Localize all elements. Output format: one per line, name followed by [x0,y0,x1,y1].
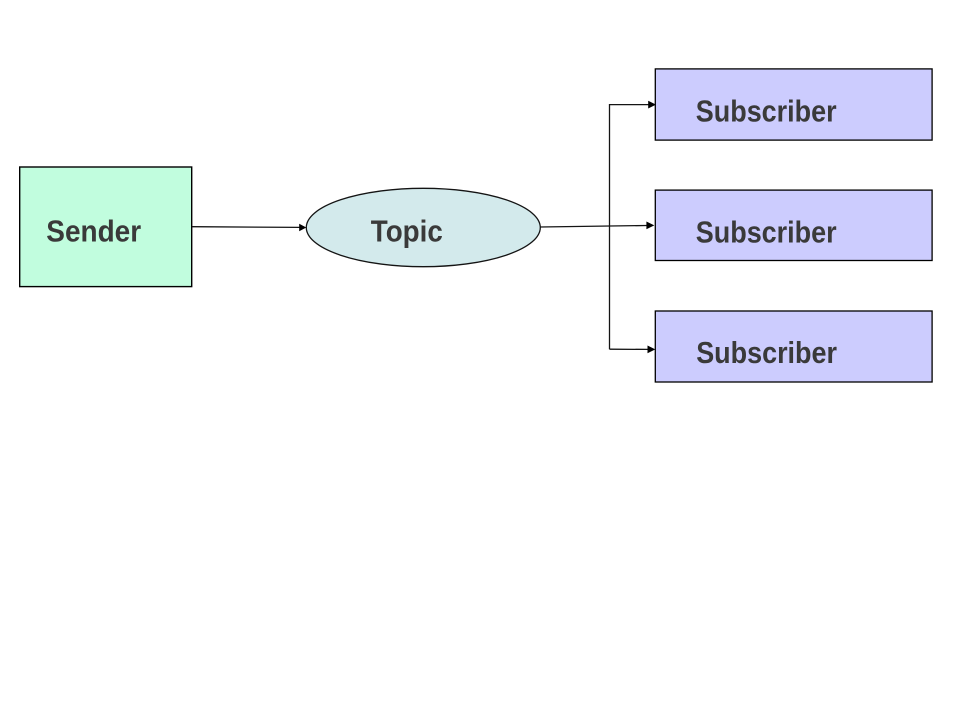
svg-text:Topic: Topic [371,215,443,249]
svg-text:Subscriber: Subscriber [696,216,837,250]
svg-text:Subscriber: Subscriber [696,95,837,129]
svg-text:Sender: Sender [46,215,141,249]
svg-text:Subscriber: Subscriber [696,336,837,370]
